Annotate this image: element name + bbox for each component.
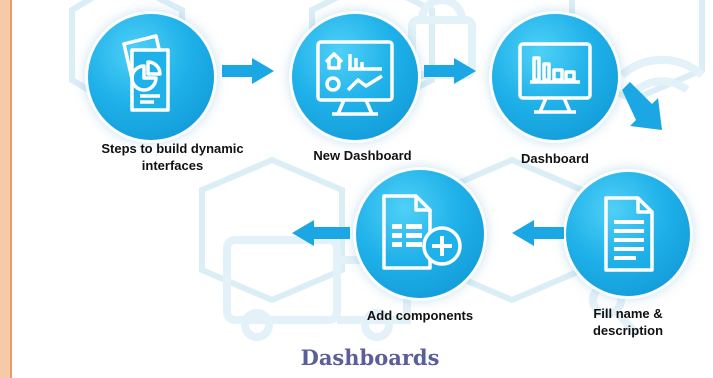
arrow-left-2 bbox=[292, 220, 350, 246]
step-1-label: Steps to build dynamic interfaces bbox=[101, 141, 244, 173]
step-4-circle bbox=[566, 172, 690, 296]
step-3-circle bbox=[492, 14, 618, 140]
step-2-circle bbox=[292, 14, 418, 140]
arrow-right-1 bbox=[222, 58, 274, 84]
add-document-icon bbox=[382, 194, 462, 270]
dashboard-monitor-icon bbox=[316, 40, 394, 116]
step-2-label: New Dashboard bbox=[313, 148, 412, 163]
left-border bbox=[0, 0, 10, 378]
step-3-label: Dashboard bbox=[521, 151, 589, 166]
arrow-right-2 bbox=[424, 58, 476, 84]
step-5-label: Add components bbox=[366, 308, 474, 323]
figure-caption: Dashboards bbox=[300, 345, 440, 370]
bar-chart-monitor-icon bbox=[518, 42, 592, 114]
arrow-down-right bbox=[622, 82, 662, 130]
arrow-left-1 bbox=[512, 220, 564, 246]
step-5-circle bbox=[356, 170, 484, 298]
step-4-label: Fill name & description bbox=[592, 306, 664, 338]
step-1-circle bbox=[88, 14, 214, 140]
left-border-line bbox=[10, 0, 12, 378]
report-pie-chart-icon bbox=[122, 34, 170, 112]
document-icon bbox=[604, 196, 654, 272]
